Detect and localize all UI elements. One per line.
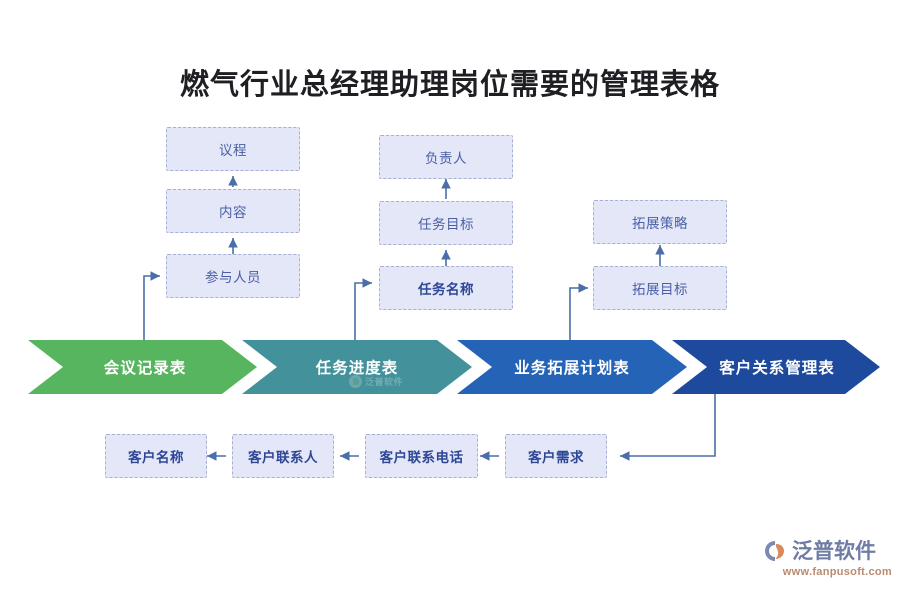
- attribute-label: 客户名称: [128, 450, 184, 465]
- attribute-label: 客户需求: [528, 450, 584, 465]
- attribute-box-task-name[interactable]: 任务名称: [379, 266, 513, 310]
- attribute-label: 议程: [219, 143, 247, 158]
- attribute-label: 内容: [219, 205, 247, 220]
- brand-row: 泛普软件: [762, 538, 892, 564]
- attribute-label: 负责人: [425, 151, 467, 166]
- attribute-box-expansion-strategy[interactable]: 拓展策略: [593, 200, 727, 244]
- attribute-label: 任务目标: [418, 217, 474, 232]
- brand-name: 泛普软件: [792, 539, 876, 563]
- attribute-box-customer-name[interactable]: 客户名称: [105, 434, 207, 478]
- attribute-box-customer-need[interactable]: 客户需求: [505, 434, 607, 478]
- attribute-label: 客户联系电话: [379, 450, 464, 465]
- watermark-logo: 泛普软件: [349, 375, 403, 388]
- attribute-box-customer-contact[interactable]: 客户联系人: [232, 434, 334, 478]
- chevron-stage-3[interactable]: [457, 340, 687, 394]
- attribute-box-expansion-goal[interactable]: 拓展目标: [593, 266, 727, 310]
- chevron-stage-4[interactable]: [672, 340, 880, 394]
- chevron-label-stage-3: 业务拓展计划表: [514, 360, 630, 377]
- attribute-box-owner[interactable]: 负责人: [379, 135, 513, 179]
- attribute-label: 拓展策略: [632, 216, 688, 231]
- attribute-label: 参与人员: [205, 270, 261, 285]
- brand-url: www.fanpusoft.com: [782, 566, 892, 578]
- attribute-box-customer-phone[interactable]: 客户联系电话: [365, 434, 478, 478]
- chevron-label-stage-2: 任务进度表: [315, 360, 399, 377]
- attribute-label: 拓展目标: [632, 282, 688, 297]
- brand-mark-icon: [762, 538, 788, 564]
- chevron-label-stage-4: 客户关系管理表: [719, 360, 835, 377]
- chevron-label-stage-1: 会议记录表: [103, 360, 187, 377]
- attribute-box-participants[interactable]: 参与人员: [166, 254, 300, 298]
- attribute-box-content[interactable]: 内容: [166, 189, 300, 233]
- attribute-box-task-goal[interactable]: 任务目标: [379, 201, 513, 245]
- watermark-text: 泛普软件: [365, 377, 404, 387]
- brand-logo: 泛普软件 www.fanpusoft.com: [762, 538, 892, 578]
- watermark-mark-icon: [349, 375, 362, 388]
- attribute-label: 客户联系人: [248, 450, 318, 465]
- page-title: 燃气行业总经理助理岗位需要的管理表格: [179, 69, 720, 101]
- chevron-stage-2[interactable]: [242, 340, 472, 394]
- attribute-box-agenda[interactable]: 议程: [166, 127, 300, 171]
- attribute-label: 任务名称: [418, 282, 474, 297]
- chevron-stage-1[interactable]: [28, 340, 257, 394]
